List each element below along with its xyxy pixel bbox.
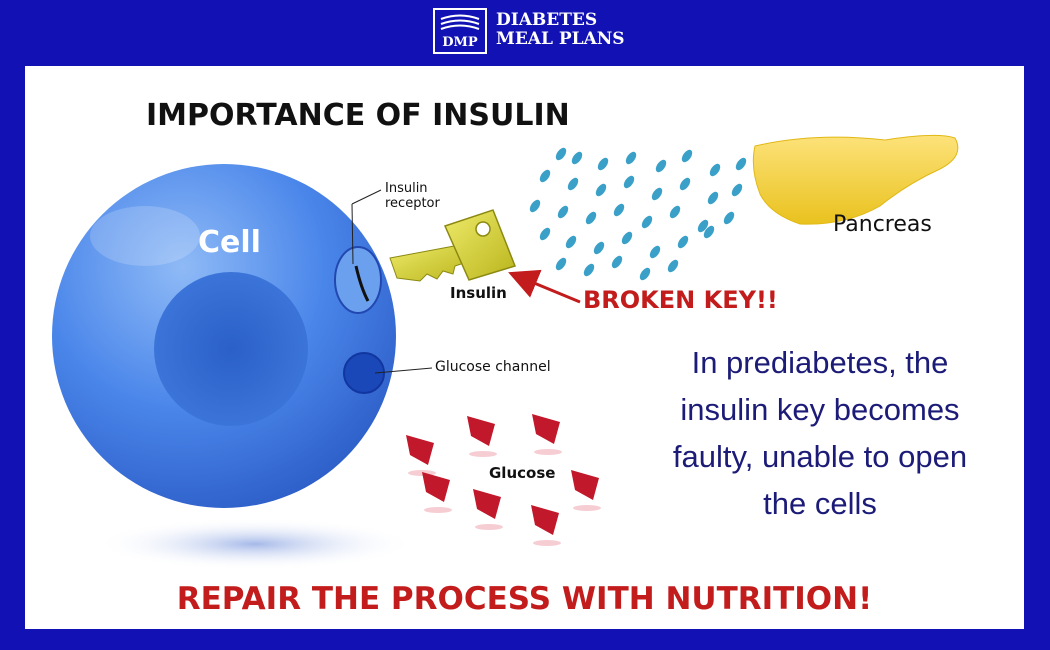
glucose-crystal — [406, 435, 434, 465]
cell-nucleus — [154, 272, 308, 426]
insulin-droplet — [697, 219, 709, 233]
glucose-crystal — [531, 505, 559, 535]
insulin-droplet — [639, 267, 651, 281]
insulin-droplet — [595, 183, 607, 197]
insulin-droplet — [593, 241, 605, 255]
insulin-droplet — [567, 177, 579, 191]
red-arrow-icon — [508, 269, 581, 304]
cell-shadow — [95, 518, 415, 570]
channel-pointer — [374, 367, 433, 374]
insulin-droplets — [529, 147, 771, 281]
receptor-pointer — [351, 189, 382, 205]
insulin-droplet — [649, 245, 661, 259]
insulin-droplet — [677, 235, 689, 249]
prediabetes-message: In prediabetes, the insulin key becomes … — [672, 345, 968, 521]
insulin-droplet — [565, 235, 577, 249]
insulin-droplet — [669, 205, 681, 219]
glucose-crystal — [467, 416, 495, 446]
insulin-droplet — [555, 257, 567, 271]
glucose-shadow — [475, 524, 503, 530]
content-panel: IMPORTANCE OF INSULIN Cell Insulin recep… — [25, 66, 1024, 629]
insulin-droplet — [703, 225, 715, 239]
insulin-droplet — [623, 175, 635, 189]
dmp-logo-icon[interactable]: DMP — [433, 8, 487, 54]
glucose-shadow — [533, 540, 561, 546]
insulin-droplet — [651, 187, 663, 201]
insulin-droplet — [585, 211, 597, 225]
footer-callout: REPAIR THE PROCESS WITH NUTRITION! — [176, 581, 873, 617]
glucose-shadow — [573, 505, 601, 511]
insulin-droplet — [735, 157, 747, 171]
brand-line-1: DIABETES — [496, 10, 598, 30]
insulin-diagram — [52, 134, 959, 570]
glucose-molecules — [406, 414, 601, 546]
pancreas-label: Pancreas — [833, 212, 932, 237]
insulin-droplet — [723, 211, 735, 225]
insulin-droplet — [679, 177, 691, 191]
brand-name[interactable]: DIABETES MEAL PLANS — [496, 11, 625, 49]
insulin-droplet — [555, 147, 567, 161]
glucose-label: Glucose — [489, 464, 556, 482]
broken-key-label: BROKEN KEY!! — [583, 286, 778, 314]
insulin-droplet — [731, 183, 743, 197]
pancreas — [752, 134, 959, 225]
glucose-crystal — [532, 414, 560, 444]
diagram-title: IMPORTANCE OF INSULIN — [146, 98, 570, 133]
insulin-droplet — [681, 149, 693, 163]
brand-line-2: MEAL PLANS — [496, 29, 625, 49]
insulin-droplet — [621, 231, 633, 245]
insulin-droplet — [709, 163, 721, 177]
insulin-droplet — [583, 263, 595, 277]
glucose-channel-label: Glucose channel — [435, 359, 551, 375]
receptor-pointer-down — [351, 203, 354, 265]
insulin-droplet — [655, 159, 667, 173]
insulin-droplet — [707, 191, 719, 205]
insulin-droplet — [613, 203, 625, 217]
insulin-droplet — [529, 199, 541, 213]
glucose-crystal — [571, 470, 599, 500]
glucose-shadow — [534, 449, 562, 455]
insulin-receptor-label: Insulin receptor — [385, 181, 440, 211]
insulin-droplet — [557, 205, 569, 219]
insulin-droplet — [641, 215, 653, 229]
insulin-key-icon — [389, 209, 516, 282]
cell-highlight — [90, 206, 200, 266]
glucose-shadow — [424, 507, 452, 513]
glucose-crystal — [422, 472, 450, 502]
insulin-droplet — [571, 151, 583, 165]
glucose-crystal — [473, 489, 501, 519]
insulin-droplet — [611, 255, 623, 269]
insulin-receptor — [334, 246, 382, 314]
insulin-droplet — [539, 227, 551, 241]
glucose-channel — [343, 352, 385, 394]
header: DMP DIABETES MEAL PLANS — [0, 0, 1050, 66]
logo-mark-text: DMP — [442, 35, 478, 50]
insulin-droplet — [667, 259, 679, 273]
insulin-droplet — [597, 157, 609, 171]
insulin-label: Insulin — [450, 284, 507, 302]
receptor-slot — [354, 265, 370, 302]
insulin-droplet — [625, 151, 637, 165]
logo-waves-icon — [440, 14, 480, 30]
glucose-shadow — [469, 451, 497, 457]
cell-label: Cell — [198, 225, 261, 260]
insulin-droplet — [539, 169, 551, 183]
